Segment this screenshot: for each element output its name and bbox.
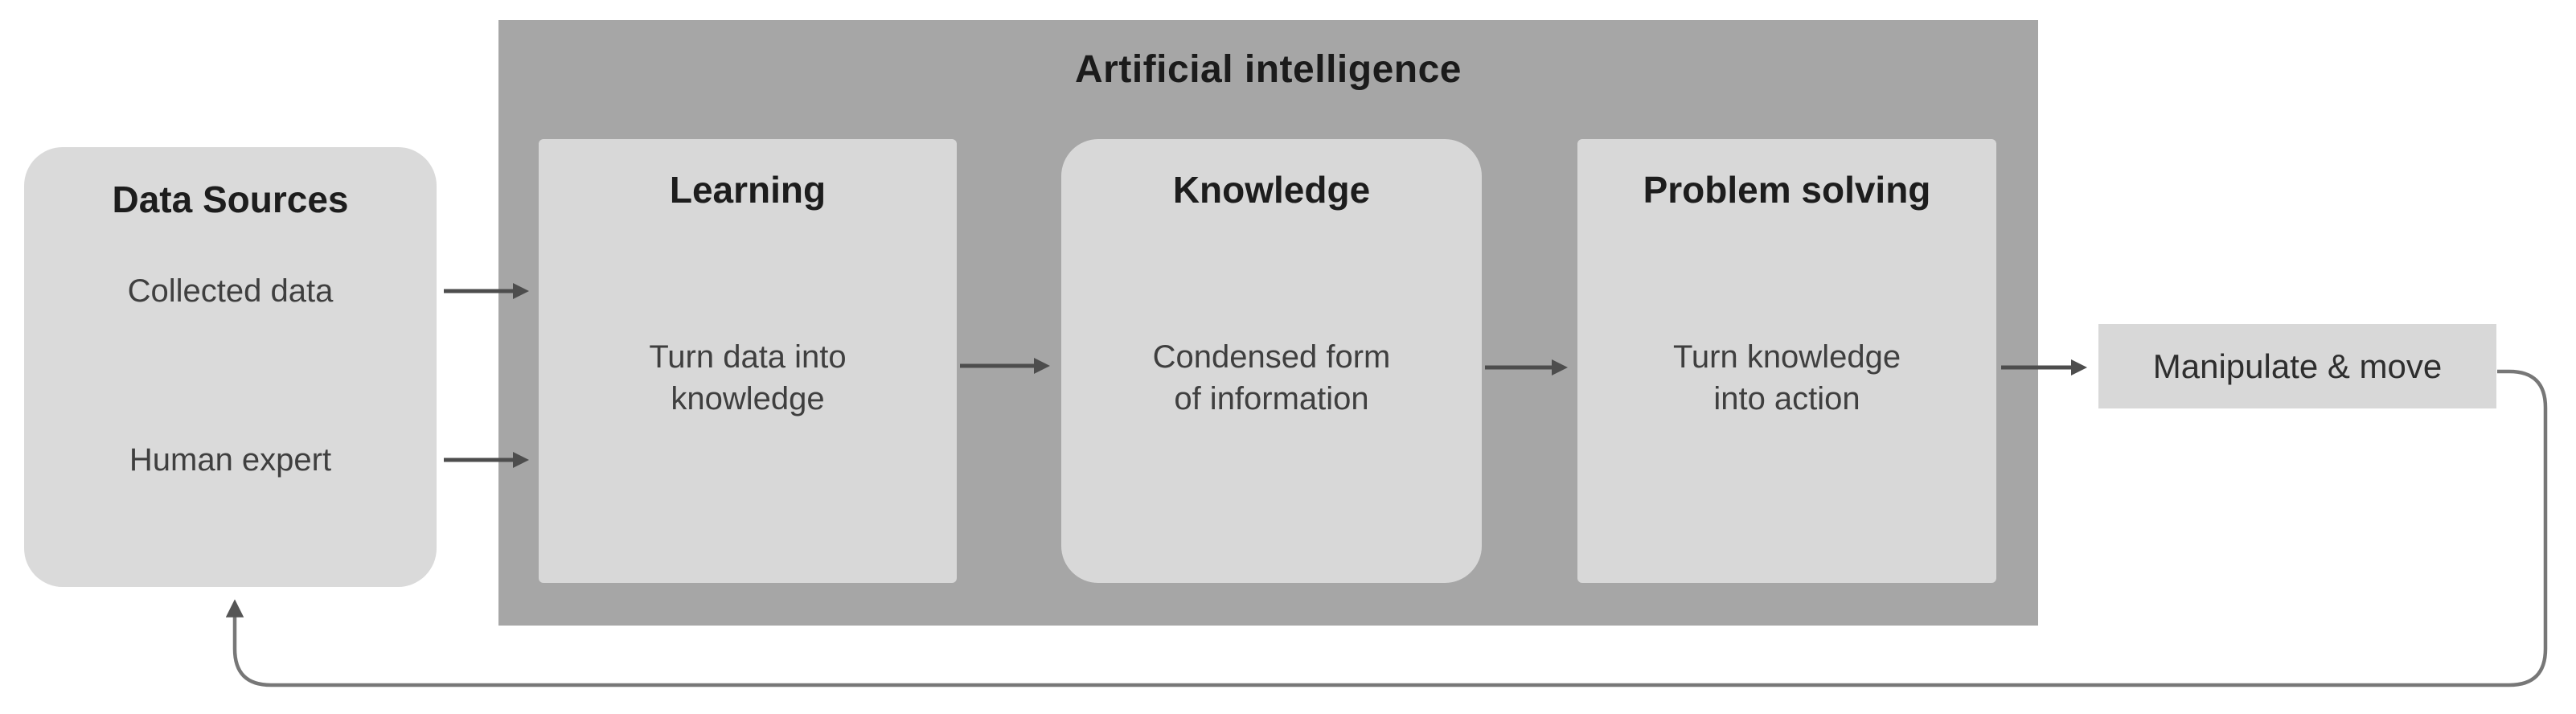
knowledge-description: Condensed form of information	[1061, 336, 1482, 420]
knowledge-description-line2: of information	[1174, 381, 1369, 416]
problem-solving-title: Problem solving	[1643, 169, 1931, 211]
data-sources-title: Data Sources	[112, 178, 349, 220]
artificial-intelligence-title: Artificial intelligence	[1075, 48, 1462, 91]
knowledge-title: Knowledge	[1172, 169, 1371, 211]
learning-description-line1: Turn data into	[649, 339, 847, 375]
artificial-intelligence-container: Artificial intelligence Learning Turn da…	[498, 20, 2038, 626]
problem-solving-description-line2: into action	[1713, 381, 1860, 416]
problem-solving-description-line1: Turn knowledge	[1672, 339, 1901, 375]
data-sources-item-collected-data: Collected data	[127, 273, 334, 309]
knowledge-box: Knowledge Condensed form of information	[1061, 139, 1482, 583]
learning-title: Learning	[669, 169, 827, 211]
manipulate-and-move-label: Manipulate & move	[2152, 347, 2443, 385]
learning-description: Turn data into knowledge	[539, 336, 957, 420]
problem-solving-box: Problem solving Turn knowledge into acti…	[1577, 139, 1996, 583]
data-sources-box: Data Sources Collected data Human expert	[24, 147, 437, 587]
manipulate-and-move-box: Manipulate & move	[2098, 324, 2496, 408]
learning-description-line2: knowledge	[671, 381, 825, 416]
data-sources-item-human-expert: Human expert	[129, 442, 332, 478]
knowledge-description-line1: Condensed form	[1152, 339, 1391, 375]
problem-solving-description: Turn knowledge into action	[1577, 336, 1996, 420]
learning-box: Learning Turn data into knowledge	[539, 139, 957, 583]
